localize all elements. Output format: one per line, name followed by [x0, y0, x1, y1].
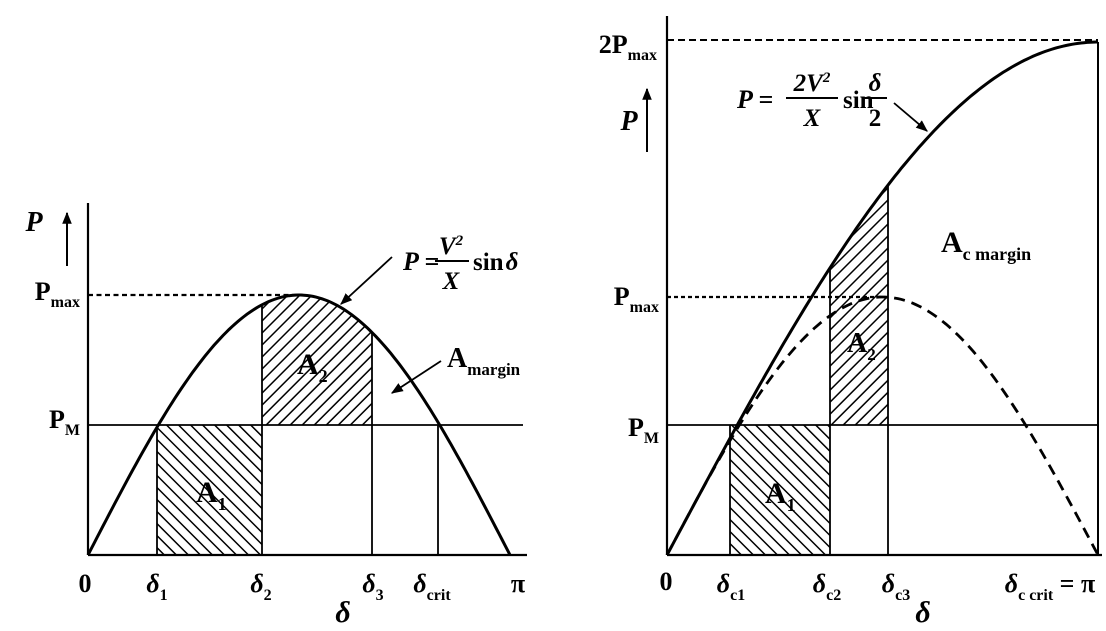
- curve-formula: P = 2V2 X sin δ 2: [736, 70, 928, 132]
- area-a1-label: A1: [765, 477, 796, 515]
- formula-denominator: X: [442, 268, 461, 295]
- amargin-arrow: [390, 360, 442, 394]
- formula-sin-term: sin: [843, 87, 874, 114]
- tick-delta-crit: δcrit: [413, 569, 451, 604]
- curve-formula: P = V2 X sinδ: [340, 233, 519, 305]
- right-chart: 2Pmax P Pmax PM A1 A2 Ac margin P = 2V2 …: [599, 16, 1102, 629]
- tick-delta-c2: δc2: [813, 569, 841, 604]
- pm-label: PM: [628, 413, 659, 447]
- area-a1-label: A1: [196, 476, 227, 514]
- formula-numerator: 2V2: [793, 70, 831, 97]
- formula-arg-numerator: δ: [869, 70, 882, 97]
- pm-label: PM: [49, 405, 80, 439]
- amargin-label: Amargin: [447, 343, 521, 379]
- formula-denominator: X: [803, 105, 822, 132]
- ac-margin-label: Ac margin: [941, 226, 1031, 264]
- tick-zero: 0: [660, 567, 673, 596]
- area-a2-region: [830, 185, 888, 425]
- tick-delta-c-crit: δc crit = π: [1005, 569, 1095, 604]
- area-a2-region: [262, 295, 372, 425]
- area-a1-region: [730, 425, 830, 555]
- formula-arg-denominator: 2: [869, 105, 882, 132]
- tick-zero: 0: [79, 569, 92, 598]
- two-pmax-label: 2Pmax: [599, 30, 657, 64]
- formula-numerator: V2: [439, 233, 464, 260]
- left-chart: P Pmax PM A1 A2 P = V2 X sinδ Amargin 0 …: [24, 203, 527, 629]
- formula-sin-term: sinδ: [473, 249, 519, 276]
- y-axis-letter: P: [24, 207, 43, 238]
- area-a2-label: A2: [297, 348, 328, 386]
- tick-delta-c1: δc1: [717, 569, 745, 604]
- y-axis-letter: P: [619, 106, 638, 137]
- x-axis-letter: δ: [915, 596, 930, 629]
- sine-curve-dashed: [665, 295, 1100, 556]
- formula-arrow: [893, 102, 928, 132]
- formula-arrow: [340, 256, 393, 305]
- formula-lhs: P =: [402, 247, 439, 276]
- area-a2-label: A2: [847, 328, 876, 364]
- tick-delta-c3: δc3: [882, 569, 910, 604]
- tick-delta1: δ1: [146, 569, 167, 604]
- power-curve: [86, 293, 512, 556]
- pmax-label: Pmax: [614, 282, 659, 316]
- tick-pi: π: [511, 569, 525, 598]
- power-curve-solid: [665, 40, 1098, 556]
- x-axis-letter: δ: [335, 596, 350, 629]
- pmax-label: Pmax: [35, 277, 80, 311]
- formula-lhs: P =: [736, 85, 773, 114]
- area-a1-region: [157, 425, 262, 555]
- tick-delta2: δ2: [250, 569, 271, 604]
- tick-delta3: δ3: [362, 569, 383, 604]
